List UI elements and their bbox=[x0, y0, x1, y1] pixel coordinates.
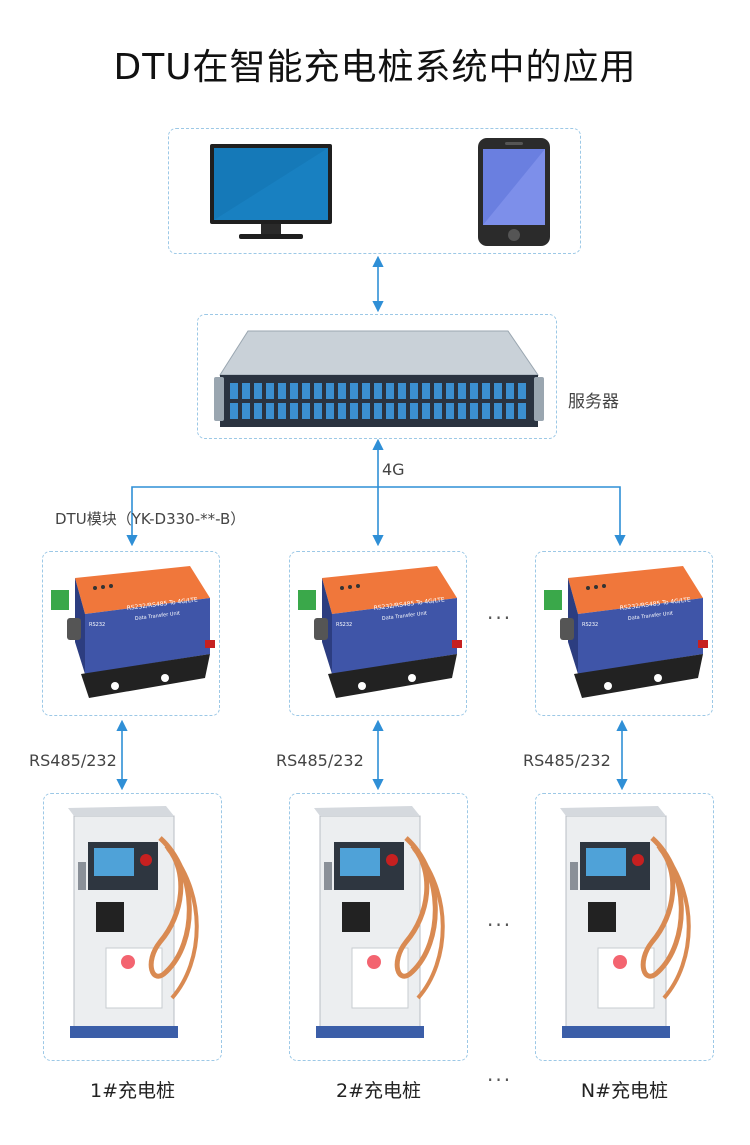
pile-box-3 bbox=[535, 793, 714, 1061]
network-label: 4G bbox=[382, 460, 405, 479]
pile-box-2 bbox=[289, 793, 468, 1061]
pile-caption-3: N#充电桩 bbox=[580, 1080, 669, 1102]
dtu-box-2: RS232/RS485 To 4G/LTE Data Transfer Unit… bbox=[289, 551, 467, 716]
phone-icon bbox=[478, 138, 550, 246]
server-icon bbox=[214, 330, 544, 427]
charging-pile-icon bbox=[68, 806, 199, 1038]
dtu-port-text: RS232 bbox=[336, 622, 352, 628]
dtu-device-icon: RS232/RS485 To 4G/LTE Data Transfer Unit… bbox=[298, 566, 462, 698]
clients-box bbox=[168, 128, 581, 254]
dtu-sub-text: Data Transfer Unit bbox=[628, 610, 674, 621]
pile-caption-1: 1#充电桩 bbox=[89, 1080, 175, 1102]
ellipsis-caption: ··· bbox=[487, 1068, 513, 1092]
server-label: 服务器 bbox=[568, 392, 619, 412]
bus-dtu3-link bbox=[378, 486, 626, 547]
bus-label-1: RS485/232 bbox=[29, 751, 117, 770]
dtu-device-icon: RS232/RS485 To 4G/LTE Data Transfer Unit… bbox=[544, 566, 708, 698]
dtu-sub-text: Data Transfer Unit bbox=[135, 610, 181, 621]
dtu-sub-text: Data Transfer Unit bbox=[382, 610, 428, 621]
bus-dtu1-link bbox=[126, 486, 378, 547]
ellipsis-pile: ··· bbox=[487, 913, 513, 937]
dtu-box-3: RS232/RS485 To 4G/LTE Data Transfer Unit… bbox=[535, 551, 713, 716]
pile-box-1 bbox=[43, 793, 222, 1061]
charging-pile-icon bbox=[314, 806, 445, 1038]
dtu-port-text: RS232 bbox=[582, 622, 598, 628]
dtu-device-icon: RS232/RS485 To 4G/LTE Data Transfer Unit… bbox=[51, 566, 215, 698]
ellipsis-dtu: ··· bbox=[487, 606, 513, 630]
bus-label-2: RS485/232 bbox=[276, 751, 364, 770]
page-title: DTU在智能充电桩系统中的应用 bbox=[113, 47, 637, 88]
monitor-icon bbox=[210, 144, 332, 239]
dtu-port-text: RS232 bbox=[89, 622, 105, 628]
bus-label-3: RS485/232 bbox=[523, 751, 611, 770]
pile-caption-2: 2#充电桩 bbox=[335, 1080, 421, 1102]
server-box bbox=[197, 314, 557, 439]
dtu-box-1: RS232/RS485 To 4G/LTE Data Transfer Unit… bbox=[42, 551, 220, 716]
dtu-module-label: DTU模块（YK-D330-**-B） bbox=[55, 510, 246, 528]
charging-pile-icon bbox=[560, 806, 691, 1038]
